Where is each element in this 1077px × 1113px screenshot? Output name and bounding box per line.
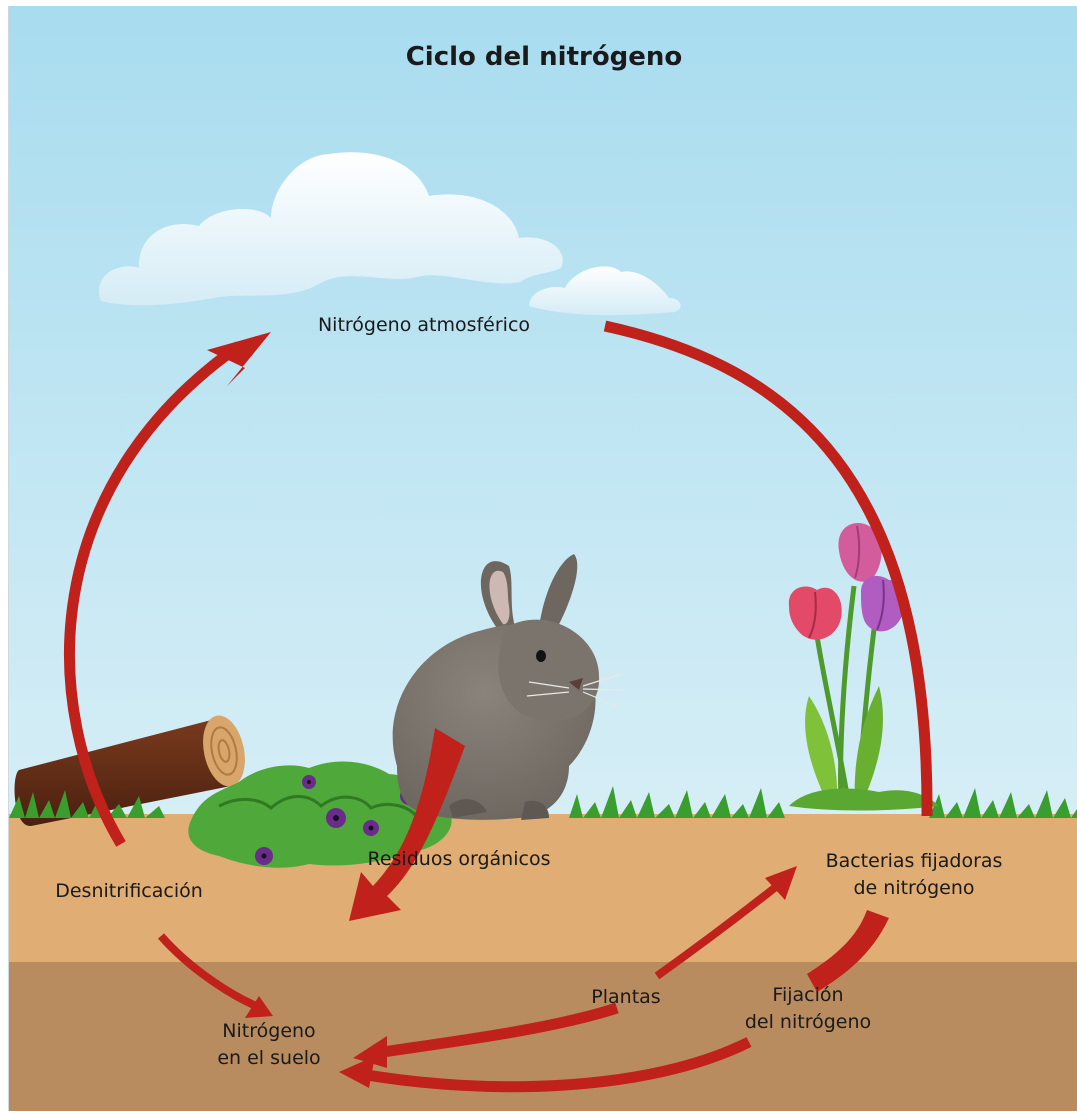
label-nitrogen-fixing-bacteria: Bacterias fijadoras de nitrógeno xyxy=(799,848,1029,902)
label-atmospheric-nitrogen: Nitrógeno atmosférico xyxy=(279,312,569,339)
label-plants: Plantas xyxy=(571,984,681,1011)
label-soil-nitrogen: Nitrógeno en el suelo xyxy=(189,1018,349,1072)
diagram-graphic xyxy=(9,6,1077,1111)
diagram-canvas: Ciclo del nitrógeno Nitrógeno atmosféric… xyxy=(8,6,1077,1111)
label-denitrification: Desnitrificación xyxy=(29,878,229,905)
label-organic-waste: Residuos orgánicos xyxy=(339,846,579,873)
label-nitrogen-fixation: Fijación del nitrógeno xyxy=(723,982,893,1036)
diagram-title: Ciclo del nitrógeno xyxy=(9,42,1077,72)
